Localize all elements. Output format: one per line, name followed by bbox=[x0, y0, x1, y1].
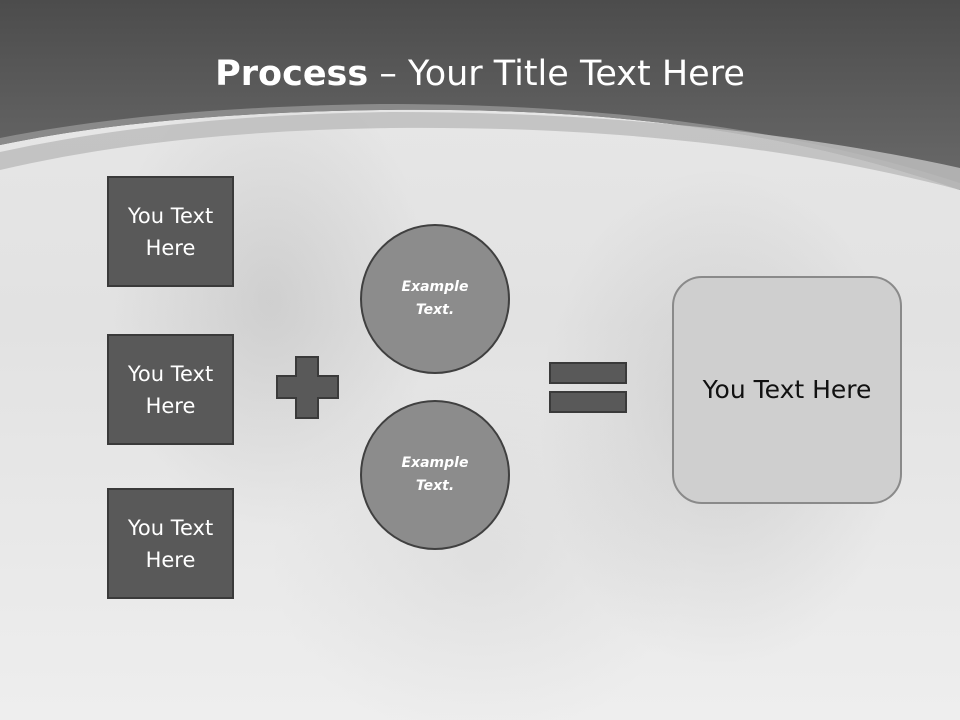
header-banner bbox=[0, 0, 960, 190]
input-box-2[interactable]: You Text Here bbox=[107, 334, 234, 445]
title-bold: Process bbox=[215, 54, 369, 94]
circle-label: Example Text. bbox=[401, 455, 469, 494]
input-box-label: You Text Here bbox=[127, 361, 214, 418]
title-rest: – Your Title Text Here bbox=[368, 54, 745, 94]
page-title: Process – Your Title Text Here bbox=[0, 52, 960, 96]
result-label: You Text Here bbox=[702, 375, 872, 404]
example-circle-2[interactable]: Example Text. bbox=[360, 400, 510, 550]
input-box-label: You Text Here bbox=[127, 203, 214, 260]
input-box-label: You Text Here bbox=[127, 515, 214, 572]
result-box[interactable]: You Text Here bbox=[672, 276, 902, 504]
circle-label: Example Text. bbox=[401, 279, 469, 318]
input-box-1[interactable]: You Text Here bbox=[107, 176, 234, 287]
example-circle-1[interactable]: Example Text. bbox=[360, 224, 510, 374]
input-box-3[interactable]: You Text Here bbox=[107, 488, 234, 599]
